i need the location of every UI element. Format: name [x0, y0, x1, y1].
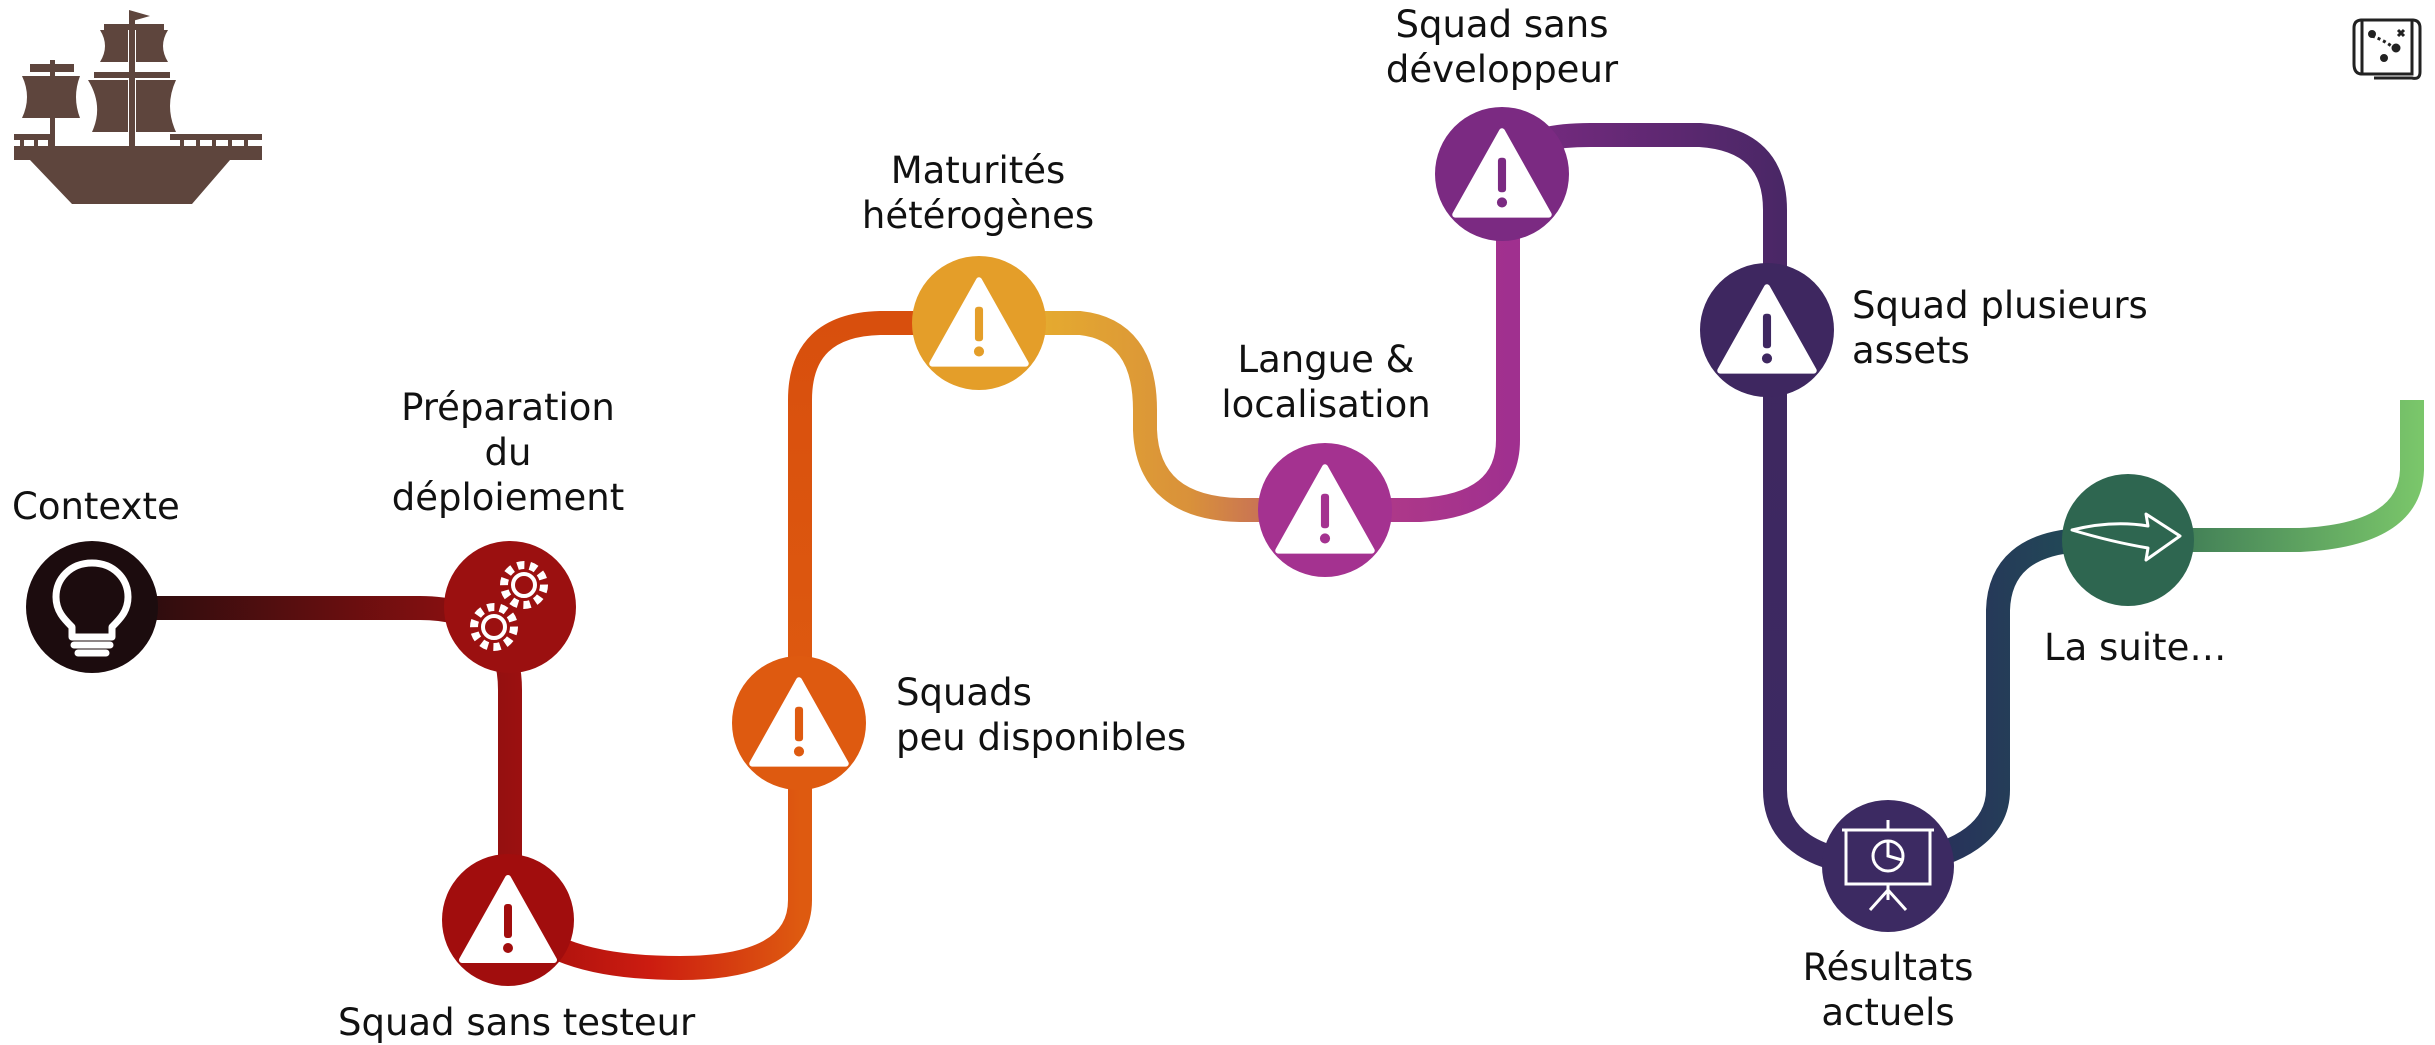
step-label-sans-developpeur: Squad sans développeur: [1385, 3, 1619, 91]
warning-icon: [1275, 464, 1375, 554]
step-preparation[interactable]: [444, 541, 576, 673]
treasure-map-icon: [2352, 18, 2422, 80]
step-label-plusieurs-assets: Squad plusieurs assets: [1852, 284, 2148, 372]
step-label-suite: La suite…: [2044, 626, 2227, 669]
warning-icon: [749, 677, 849, 767]
step-label-sans-testeur: Squad sans testeur: [338, 1001, 696, 1044]
step-langue[interactable]: [1258, 443, 1392, 577]
step-label-maturites: Maturités hétérogènes: [861, 149, 1095, 237]
step-peu-disponibles[interactable]: [732, 656, 866, 790]
warning-icon: [1452, 128, 1552, 218]
warning-icon: [459, 875, 557, 963]
step-maturites[interactable]: [912, 256, 1046, 390]
warning-icon: [1717, 284, 1817, 374]
presentation-icon: [1842, 820, 1934, 912]
step-plusieurs-assets[interactable]: [1700, 263, 1834, 397]
step-sans-developpeur[interactable]: [1435, 107, 1569, 241]
ship-icon: [14, 10, 262, 204]
warning-icon: [929, 277, 1029, 367]
step-contexte[interactable]: [26, 541, 158, 673]
lightbulb-icon: [52, 559, 132, 657]
step-label-preparation: Préparation du déploiement: [391, 386, 625, 519]
step-label-langue: Langue & localisation: [1221, 338, 1431, 426]
step-resultats[interactable]: [1822, 800, 1954, 932]
step-label-contexte: Contexte: [12, 485, 180, 528]
step-sans-testeur[interactable]: [442, 854, 574, 986]
step-suite[interactable]: [2062, 474, 2194, 606]
step-label-peu-disponibles: Squads peu disponibles: [896, 671, 1187, 759]
gears-icon: [470, 561, 548, 651]
arrow-icon: [2070, 512, 2182, 562]
step-label-resultats: Résultats actuels: [1802, 946, 1974, 1034]
